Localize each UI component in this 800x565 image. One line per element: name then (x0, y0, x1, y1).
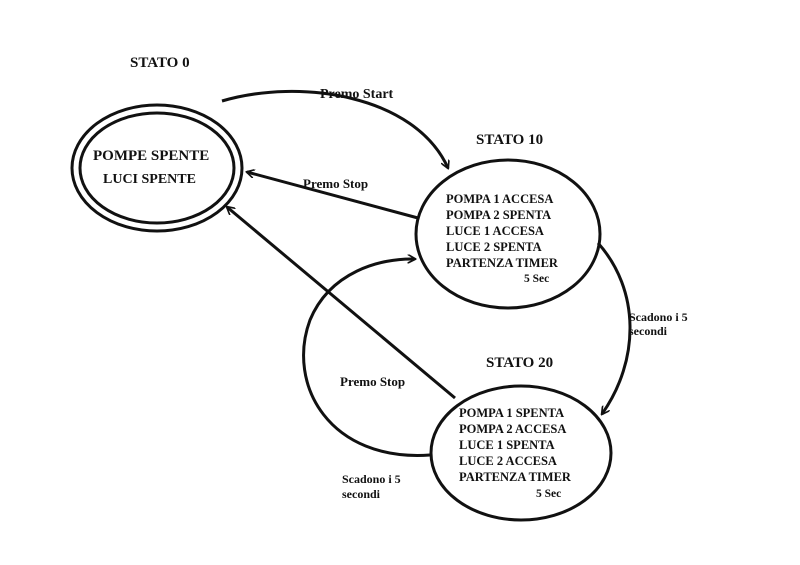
transition-stop-20-to-0: Premo Stop (227, 207, 456, 400)
state-0-line-2: LUCI SPENTE (103, 172, 196, 187)
state-0: STATO 0 POMPE SPENTE LUCI SPENTE (70, 55, 244, 233)
label-timeout-1-line-1: Scadono i 5 (629, 310, 688, 324)
state-20-line-3: LUCE 1 SPENTA (459, 438, 555, 452)
state-0-line-1: POMPE SPENTE (93, 148, 209, 164)
state-20: STATO 20 POMPA 1 SPENTA POMPA 2 ACCESA L… (429, 355, 613, 522)
arrow-stop-20-to-0 (227, 207, 456, 400)
transition-timeout-10-to-20: Scadono i 5 secondi (596, 242, 688, 414)
state-20-title: STATO 20 (486, 355, 553, 371)
state-20-circle (429, 384, 613, 522)
state-10-line-3: LUCE 1 ACCESA (446, 224, 544, 238)
state-10-circle (414, 158, 602, 310)
state-10-line-4: LUCE 2 SPENTA (446, 240, 542, 254)
state-0-outer-ring (70, 103, 244, 233)
state-20-line-4: LUCE 2 ACCESA (459, 454, 557, 468)
transition-start-0-to-10: Premo Start (221, 87, 448, 168)
arrow-timeout-10-to-20 (596, 242, 632, 414)
state-10-line-2: POMPA 2 SPENTA (446, 208, 551, 222)
label-premo-start: Premo Start (320, 87, 394, 102)
arrow-start-0-to-10 (221, 89, 448, 168)
state-10: STATO 10 POMPA 1 ACCESA POMPA 2 SPENTA L… (414, 132, 602, 310)
state-20-line-6: 5 Sec (536, 488, 561, 500)
arrow-timeout-20-to-10 (302, 259, 431, 457)
state-10-line-6: 5 Sec (524, 273, 549, 285)
label-timeout-2-line-2: secondi (342, 487, 381, 501)
state-10-title: STATO 10 (476, 132, 543, 148)
label-timeout-1-line-2: secondi (629, 324, 668, 338)
state-10-line-5: PARTENZA TIMER (446, 256, 559, 270)
arrow-stop-10-to-0 (247, 172, 419, 220)
transition-stop-10-to-0: Premo Stop (247, 172, 419, 220)
state-10-line-1: POMPA 1 ACCESA (446, 192, 553, 206)
transition-timeout-20-to-10: Scadono i 5 secondi (302, 259, 431, 501)
state-0-title: STATO 0 (130, 55, 190, 71)
state-20-line-2: POMPA 2 ACCESA (459, 422, 566, 436)
state-20-line-5: PARTENZA TIMER (459, 470, 572, 484)
state-0-inner-ring (78, 111, 236, 225)
label-premo-stop-1: Premo Stop (303, 176, 368, 191)
label-premo-stop-2: Premo Stop (340, 374, 405, 389)
state-20-line-1: POMPA 1 SPENTA (459, 406, 564, 420)
label-timeout-2-line-1: Scadono i 5 (342, 472, 401, 486)
